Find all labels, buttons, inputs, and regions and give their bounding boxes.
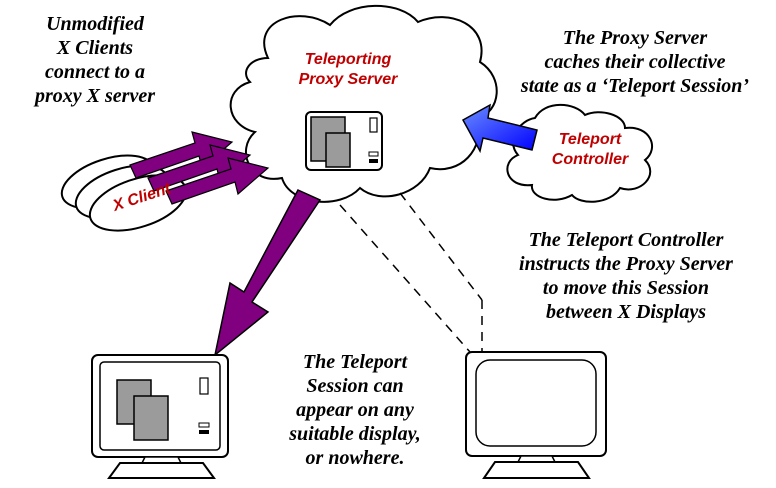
controller-label-line: Controller: [551, 151, 629, 168]
clients-caption-line: proxy X server: [35, 85, 155, 107]
controller-role-caption-line: The Teleport Controller: [528, 229, 724, 251]
dashed-links: [339, 192, 483, 353]
client-arrows: [129, 131, 270, 205]
proxy-state-caption-line: caches their collective: [544, 51, 726, 73]
controller-cloud: [506, 103, 654, 203]
proxy-server-label-line: Teleporting: [304, 51, 392, 68]
proxy-server-cloud: [229, 4, 498, 203]
proxy-state-caption-line: state as a ‘Teleport Session’: [520, 75, 750, 97]
x-client-stack: [60, 154, 188, 232]
controller-label-line: Teleport: [558, 131, 622, 148]
session-display-caption-line: Session can: [306, 375, 404, 397]
proxy-state-caption-line: The Proxy Server: [562, 27, 708, 49]
display-arrow: [213, 189, 322, 357]
left-display: [91, 354, 229, 479]
clients-caption: Unmodified X Clients connect to a proxy …: [0, 12, 190, 108]
server-icon: [305, 111, 383, 171]
clients-caption-line: X Clients: [56, 37, 134, 59]
clients-caption-line: Unmodified: [46, 13, 144, 35]
controller-role-caption: The Teleport Controller instructs the Pr…: [478, 228, 774, 324]
session-display-caption: The Teleport Session can appear on any s…: [270, 350, 440, 470]
controller-arrow: [461, 103, 538, 154]
session-display-caption-line: or nowhere.: [305, 447, 405, 469]
controller-role-caption-line: to move this Session: [542, 277, 710, 299]
proxy-state-caption: The Proxy Server caches their collective…: [498, 26, 772, 98]
proxy-server-label: Teleporting Proxy Server: [278, 50, 418, 90]
session-display-caption-line: appear on any: [296, 399, 414, 421]
session-display-caption-line: The Teleport: [302, 351, 408, 373]
session-display-caption-line: suitable display,: [289, 423, 421, 445]
controller-role-caption-line: between X Displays: [546, 301, 706, 323]
clients-caption-line: connect to a: [45, 61, 145, 83]
controller-label: Teleport Controller: [530, 130, 650, 170]
right-display: [465, 351, 607, 479]
controller-role-caption-line: instructs the Proxy Server: [519, 253, 733, 275]
proxy-server-label-line: Proxy Server: [298, 71, 398, 88]
